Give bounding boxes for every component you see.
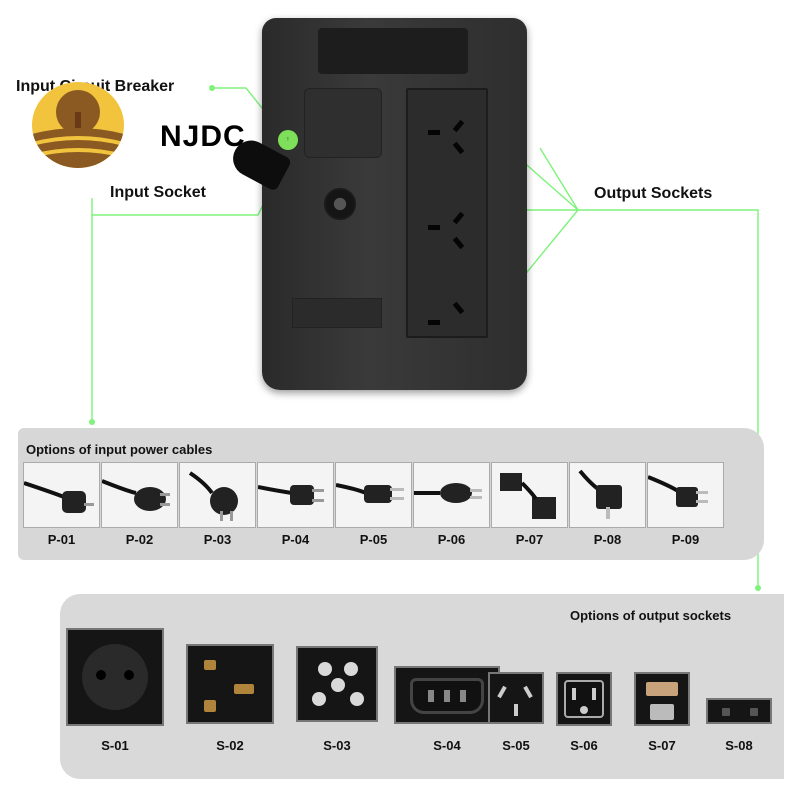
input-cables-title: Options of input power cables bbox=[26, 442, 213, 457]
plug-icon bbox=[569, 462, 646, 528]
input-cables-panel: Options of input power cables P-01 P-02 … bbox=[18, 428, 764, 560]
cable-option[interactable]: P-04 bbox=[257, 462, 334, 552]
socket-label: S-04 bbox=[433, 738, 461, 753]
label-output-sockets: Output Sockets bbox=[594, 185, 713, 202]
farm-tree-logo bbox=[32, 82, 124, 168]
plug-icon bbox=[179, 462, 256, 528]
plug-icon bbox=[413, 462, 490, 528]
cable-label: P-04 bbox=[281, 532, 310, 547]
socket-label: S-07 bbox=[648, 738, 676, 753]
cable-option[interactable]: P-01 bbox=[23, 462, 100, 552]
socket-s08-icon bbox=[706, 698, 772, 724]
ups-back-panel: ! bbox=[262, 18, 527, 390]
socket-s02-icon bbox=[186, 644, 274, 724]
socket-label: S-01 bbox=[101, 738, 129, 753]
socket-option[interactable]: S-04 bbox=[394, 666, 500, 753]
plug-icon bbox=[491, 462, 568, 528]
socket-s03-icon bbox=[296, 646, 378, 722]
socket-label: S-02 bbox=[216, 738, 244, 753]
socket-s04-icon bbox=[394, 666, 500, 724]
blank-panel bbox=[304, 88, 382, 158]
plug-icon bbox=[647, 462, 724, 528]
socket-label: S-08 bbox=[725, 738, 753, 753]
plug-icon bbox=[257, 462, 334, 528]
output-sockets-title: Options of output sockets bbox=[570, 608, 732, 623]
cable-label: P-01 bbox=[47, 532, 76, 547]
socket-s01-icon bbox=[66, 628, 164, 726]
warning-sticker: ! bbox=[278, 130, 298, 150]
plug-icon bbox=[101, 462, 178, 528]
socket-s06-icon bbox=[556, 672, 612, 726]
bottom-vent bbox=[292, 298, 382, 328]
cable-option[interactable]: P-02 bbox=[101, 462, 178, 552]
socket-label: S-03 bbox=[323, 738, 351, 753]
socket-option[interactable]: S-07 bbox=[634, 672, 690, 753]
cable-label: P-06 bbox=[437, 532, 466, 547]
cable-label: P-02 bbox=[125, 532, 154, 547]
cable-option[interactable]: P-03 bbox=[179, 462, 256, 552]
socket-label: S-06 bbox=[570, 738, 598, 753]
output-sockets-panel: Options of output sockets S-01 S-02 S-03 bbox=[60, 594, 784, 779]
brand-name: NJDC bbox=[160, 120, 246, 153]
socket-option[interactable]: S-03 bbox=[296, 646, 378, 753]
label-input-socket: Input Socket bbox=[110, 184, 207, 201]
socket-option[interactable]: S-02 bbox=[186, 644, 274, 753]
plug-icon bbox=[23, 462, 100, 528]
socket-option[interactable]: S-06 bbox=[556, 672, 612, 753]
cable-option[interactable]: P-09 bbox=[647, 462, 724, 552]
socket-option[interactable]: S-05 bbox=[488, 672, 544, 753]
socket-s05-icon bbox=[488, 672, 544, 724]
socket-option[interactable]: S-08 bbox=[706, 698, 772, 753]
top-vent bbox=[318, 28, 468, 74]
cable-label: P-07 bbox=[515, 532, 544, 547]
socket-option[interactable]: S-01 bbox=[66, 628, 164, 753]
cable-label: P-08 bbox=[593, 532, 622, 547]
socket-label: S-05 bbox=[502, 738, 530, 753]
cable-option[interactable]: P-07 bbox=[491, 462, 568, 552]
cable-label: P-05 bbox=[359, 532, 388, 547]
outlet-panel bbox=[406, 88, 488, 338]
circuit-breaker-button bbox=[324, 188, 356, 220]
cable-label: P-03 bbox=[203, 532, 232, 547]
cable-option[interactable]: P-05 bbox=[335, 462, 412, 552]
cable-label: P-09 bbox=[671, 532, 700, 547]
plug-icon bbox=[335, 462, 412, 528]
cable-option[interactable]: P-06 bbox=[413, 462, 490, 552]
socket-s07-icon bbox=[634, 672, 690, 726]
cable-option[interactable]: P-08 bbox=[569, 462, 646, 552]
